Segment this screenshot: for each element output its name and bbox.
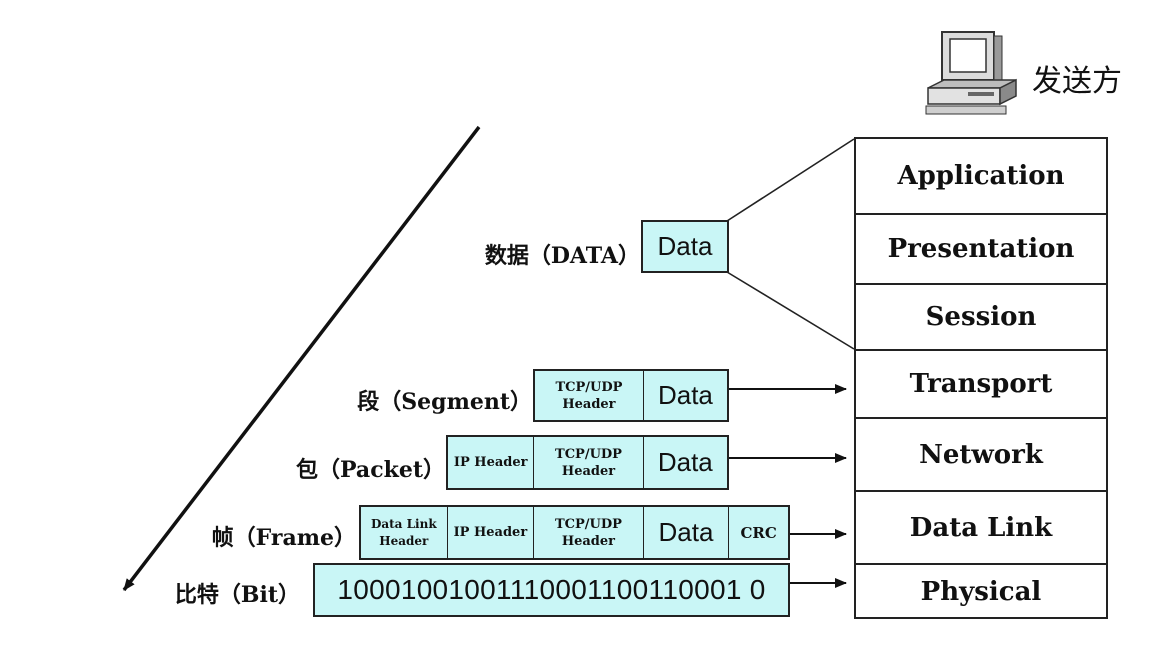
bit-pdu: 10001001001110001100110001 0 [313, 563, 790, 617]
packet-ip-header: IP Header [448, 437, 535, 488]
layer-application: Application [856, 139, 1106, 215]
layer-session: Session [856, 285, 1106, 351]
computer-icon [924, 30, 1022, 116]
segment-unit-label: 段（Segment） [357, 389, 532, 415]
encapsulation-arrow [122, 125, 481, 592]
packet-unit-label: 包（Packet） [295, 457, 445, 483]
frame-data: Data [644, 507, 730, 558]
bit-stream: 10001001001110001100110001 0 [337, 574, 766, 605]
frame-ip-header: IP Header [448, 507, 535, 558]
frame-pdu: Data Link Header IP Header TCP/UDP Heade… [359, 505, 790, 560]
sender-label: 发送方 [1032, 64, 1122, 99]
layer-data-link: Data Link [856, 492, 1106, 565]
packet-data: Data [657, 447, 713, 477]
osi-layer-stack: Application Presentation Session Transpo… [854, 137, 1108, 619]
segment-pdu: TCP/UDP Header Data [533, 369, 729, 422]
packet-pdu: IP Header TCP/UDP Header Data [446, 435, 729, 490]
layer-transport: Transport [856, 351, 1106, 419]
data-unit-label: 数据（DATA） [484, 243, 640, 269]
frame-crc: CRC [740, 523, 777, 542]
frame-tcp-header: TCP/UDP Header [534, 507, 644, 558]
segment-tcp-header: TCP/UDP Header [535, 371, 644, 420]
fan-line-bottom [726, 271, 855, 350]
fan-line-top [726, 138, 855, 222]
segment-data: Data [657, 380, 713, 410]
frame-data-link-header: Data Link Header [361, 507, 448, 558]
packet-tcp-header: TCP/UDP Header [534, 437, 644, 488]
layer-presentation: Presentation [856, 215, 1106, 285]
data-pdu: Data [641, 220, 729, 273]
data-field: Data [657, 231, 713, 261]
bit-unit-label: 比特（Bit） [174, 582, 300, 608]
layer-physical: Physical [920, 577, 1042, 607]
layer-network: Network [856, 419, 1106, 492]
frame-unit-label: 帧（Frame） [211, 525, 356, 551]
